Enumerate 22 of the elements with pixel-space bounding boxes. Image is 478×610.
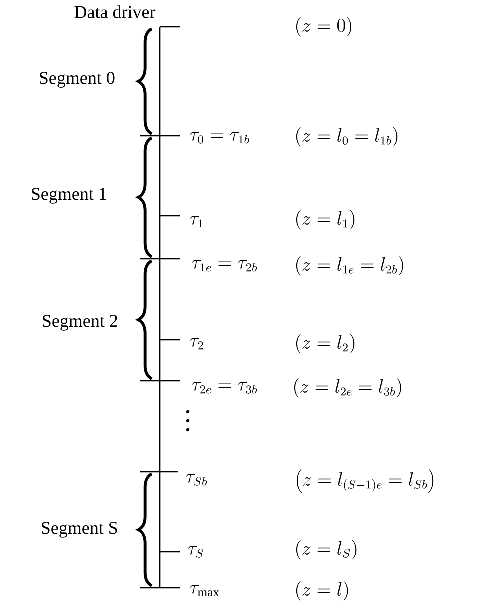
- formula-label: $\tau_{2e}=\tau_{3b}$: [192, 382, 258, 394]
- formula-label: $\tau_{\max}$: [190, 585, 220, 597]
- formula-label: $(z=l_{2})$: [296, 334, 355, 354]
- formula-label: $(z=l_{S})$: [296, 540, 357, 560]
- segment-label: Segment S: [42, 522, 118, 538]
- segment-label: Segment 1: [32, 188, 106, 204]
- formula-label: $\tau_{1e}=\tau_{2b}$: [192, 260, 258, 272]
- formula-label: $(z=l_{0}=l_{1b})$: [296, 127, 398, 147]
- formula-label: $(z=l_{2e}=l_{3b})$: [294, 378, 402, 398]
- formula-label: $(z=0)$: [296, 17, 352, 37]
- formula-label: $\tau_{S}$: [188, 546, 204, 558]
- formula-label: $\left(z=l_{(S-1)e}=l_{Sb}\right)$: [297, 469, 434, 493]
- formula-label: $(z=l_{1e}=l_{2b})$: [296, 256, 404, 276]
- title-text: Data driver: [74, 6, 156, 18]
- formula-label: $\tau_{0}=\tau_{1b}$: [190, 132, 250, 144]
- segment-label: Segment 2: [43, 315, 118, 331]
- segment-label: Segment 0: [40, 72, 115, 88]
- formula-label: $(z=l)$: [296, 581, 348, 601]
- formula-label: $\tau_{Sb}$: [186, 474, 208, 486]
- formula-label: $\tau_{2}$: [190, 338, 204, 350]
- formula-label: $(z=l_{1})$: [296, 210, 355, 230]
- formula-label: $\tau_{1}$: [190, 216, 203, 228]
